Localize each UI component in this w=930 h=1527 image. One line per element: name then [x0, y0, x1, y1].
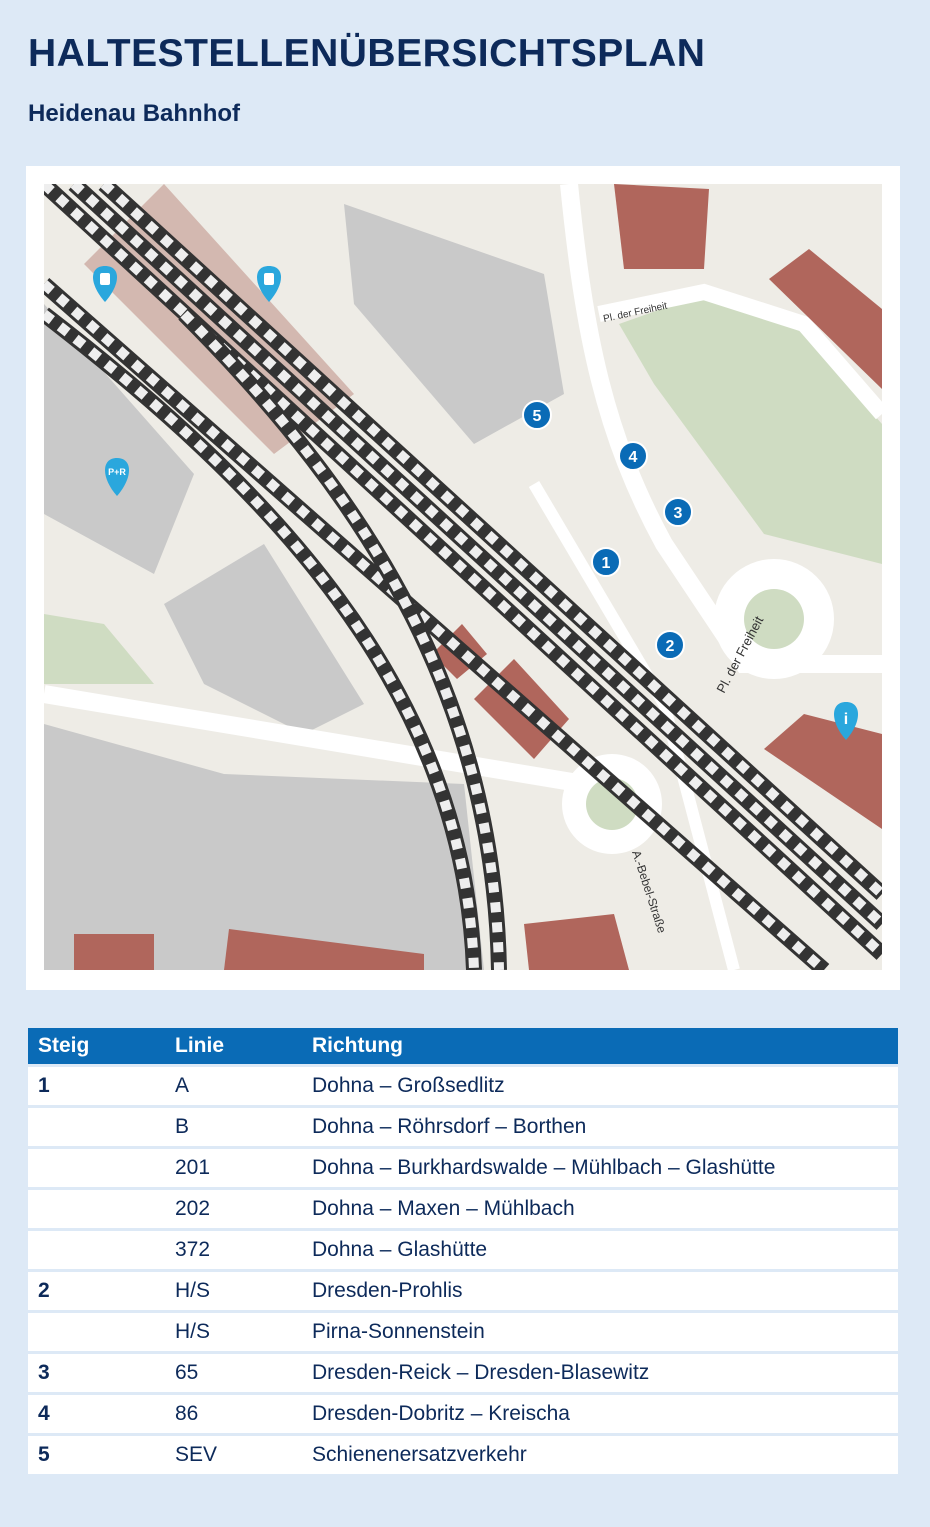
richtung-cell: Dohna – Glashütte	[302, 1231, 898, 1269]
linie-cell: 372	[165, 1231, 302, 1269]
steig-cell: 1	[28, 1067, 165, 1105]
column-header-richtung: Richtung	[302, 1028, 898, 1064]
svg-text:P+R: P+R	[108, 467, 126, 477]
svg-text:5: 5	[533, 408, 542, 425]
richtung-cell: Dresden-Prohlis	[302, 1272, 898, 1310]
svg-text:3: 3	[674, 505, 683, 522]
richtung-cell: Pirna-Sonnenstein	[302, 1313, 898, 1351]
linie-cell: H/S	[165, 1272, 302, 1310]
richtung-cell: Schienenersatzverkehr	[302, 1436, 898, 1474]
steig-cell	[28, 1149, 165, 1187]
road	[44, 685, 586, 793]
column-header-steig: Steig	[28, 1028, 165, 1064]
park-area	[619, 294, 882, 564]
lot-area	[164, 544, 364, 734]
steig-cell: 4	[28, 1395, 165, 1433]
svg-text:1: 1	[602, 555, 611, 572]
train-pin-icon[interactable]	[257, 266, 281, 302]
linie-cell: SEV	[165, 1436, 302, 1474]
linie-cell: A	[165, 1067, 302, 1105]
map-card: Pl. der Freiheit Pl. der Freiheit A.-Beb…	[26, 166, 900, 990]
richtung-cell: Dresden-Dobritz – Kreischa	[302, 1395, 898, 1433]
stop-marker-4[interactable]: 4	[618, 441, 648, 471]
svg-text:2: 2	[666, 638, 675, 655]
steig-cell: 2	[28, 1272, 165, 1310]
richtung-cell: Dohna – Maxen – Mühlbach	[302, 1190, 898, 1228]
table-header-row: Steig Linie Richtung	[28, 1028, 898, 1064]
street-label: A.-Bebel-Straße	[629, 849, 669, 935]
steig-cell: 5	[28, 1436, 165, 1474]
richtung-cell: Dohna – Burkhardswalde – Mühlbach – Glas…	[302, 1149, 898, 1187]
stop-marker-5[interactable]: 5	[522, 400, 552, 430]
svg-text:i: i	[844, 711, 848, 728]
buildings	[74, 184, 882, 970]
richtung-cell: Dohna – Großsedlitz	[302, 1067, 898, 1105]
road	[597, 283, 882, 420]
svg-text:4: 4	[629, 449, 638, 466]
road	[560, 184, 882, 673]
linie-cell: B	[165, 1108, 302, 1146]
stop-marker-1[interactable]: 1	[591, 547, 621, 577]
park-and-ride-pin-icon[interactable]: P+R	[105, 458, 129, 496]
stop-marker-2[interactable]: 2	[655, 630, 685, 660]
train-pin-icon[interactable]	[93, 266, 117, 302]
richtung-cell: Dohna – Röhrsdorf – Borthen	[302, 1108, 898, 1146]
info-pin-icon[interactable]: i	[834, 702, 858, 740]
richtung-cell: Dresden-Reick – Dresden-Blasewitz	[302, 1354, 898, 1392]
station-name: Heidenau Bahnhof	[28, 100, 241, 127]
linie-cell: 201	[165, 1149, 302, 1187]
page-title: HALTESTELLENÜBERSICHTSPLAN	[28, 32, 706, 75]
linie-cell: 65	[165, 1354, 302, 1392]
steig-cell	[28, 1231, 165, 1269]
linie-cell: 86	[165, 1395, 302, 1433]
lot-area	[344, 204, 564, 444]
steig-cell	[28, 1190, 165, 1228]
green-area	[44, 614, 154, 684]
linie-cell: 202	[165, 1190, 302, 1228]
column-header-linie: Linie	[165, 1028, 302, 1064]
steig-cell: 3	[28, 1354, 165, 1392]
stop-marker-3[interactable]: 3	[663, 497, 693, 527]
linie-cell: H/S	[165, 1313, 302, 1351]
railway-tracks	[44, 184, 882, 970]
map-svg: Pl. der Freiheit Pl. der Freiheit A.-Beb…	[44, 184, 882, 970]
roundabout-center	[744, 589, 804, 649]
steig-cell	[28, 1313, 165, 1351]
lot-area	[44, 724, 484, 970]
station-map[interactable]: Pl. der Freiheit Pl. der Freiheit A.-Beb…	[44, 184, 882, 970]
steig-cell	[28, 1108, 165, 1146]
parking-area	[44, 304, 194, 574]
